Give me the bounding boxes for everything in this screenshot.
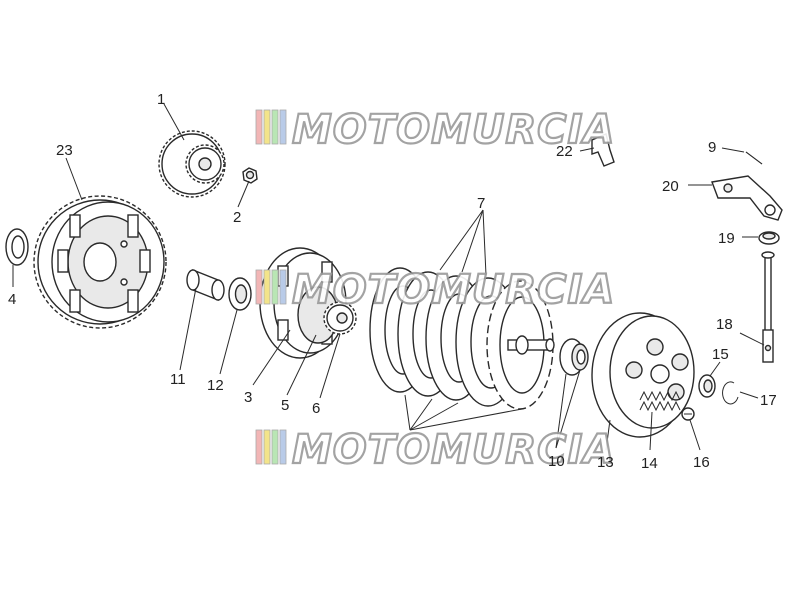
svg-text:MOTOMURCIA: MOTOMURCIA xyxy=(292,107,615,153)
callout-1: 1 xyxy=(157,91,165,108)
part-13-pressure-plate xyxy=(591,312,695,438)
callout-5: 5 xyxy=(281,397,289,414)
part-17-circlip xyxy=(722,381,739,405)
callout-9: 9 xyxy=(708,139,716,156)
callout-18: 18 xyxy=(716,316,733,333)
callout-14: 14 xyxy=(641,455,658,472)
callout-15: 15 xyxy=(712,346,729,363)
callout-16: 16 xyxy=(693,454,710,471)
pushrod-shaft xyxy=(507,335,555,355)
callout-17: 17 xyxy=(760,392,777,409)
part-12-washer xyxy=(228,277,252,311)
leader-lines xyxy=(12,103,765,451)
part-11-bushing xyxy=(186,268,225,302)
callout-11: 11 xyxy=(170,371,186,388)
callout-10: 10 xyxy=(548,453,565,470)
part-19-seal xyxy=(758,231,780,245)
callout-4: 4 xyxy=(8,291,16,308)
part-9-bolt xyxy=(745,151,763,165)
part-15-washer xyxy=(698,374,716,398)
callout-13: 13 xyxy=(597,454,614,471)
callout-3: 3 xyxy=(244,389,252,406)
callout-7: 7 xyxy=(477,195,485,212)
callout-22: 22 xyxy=(556,143,573,160)
part-1-gear xyxy=(158,130,226,198)
part-23-clutch-housing-gear xyxy=(33,195,167,329)
part-20-release-lever xyxy=(711,175,783,221)
callout-20: 20 xyxy=(662,178,679,195)
callout-19: 19 xyxy=(718,230,735,247)
part-18-push-rod xyxy=(761,251,775,363)
watermark-middle: MOTOMURCIA xyxy=(255,266,615,314)
watermark-top: MOTOMURCIA xyxy=(255,106,615,154)
part-7-8-clutch-plates xyxy=(369,267,554,410)
callout-labels: 1 2 3 4 5 6 7 10 11 12 13 14 15 16 17 18… xyxy=(8,91,777,472)
part-14-springs xyxy=(639,390,681,412)
part-2-nut xyxy=(242,167,258,184)
part-22-clip xyxy=(591,133,615,167)
watermark-bottom: MOTOMURCIA xyxy=(255,426,615,474)
callout-23: 23 xyxy=(56,142,73,159)
callout-6: 6 xyxy=(312,400,320,417)
part-4-washer xyxy=(5,228,29,266)
part-10-bearing xyxy=(559,338,589,376)
part-16-screw xyxy=(681,407,695,421)
callout-12: 12 xyxy=(207,377,224,394)
part-6-gear xyxy=(323,301,357,335)
callout-2: 2 xyxy=(233,209,241,226)
svg-text:MOTOMURCIA: MOTOMURCIA xyxy=(292,267,615,313)
svg-text:MOTOMURCIA: MOTOMURCIA xyxy=(292,427,615,473)
